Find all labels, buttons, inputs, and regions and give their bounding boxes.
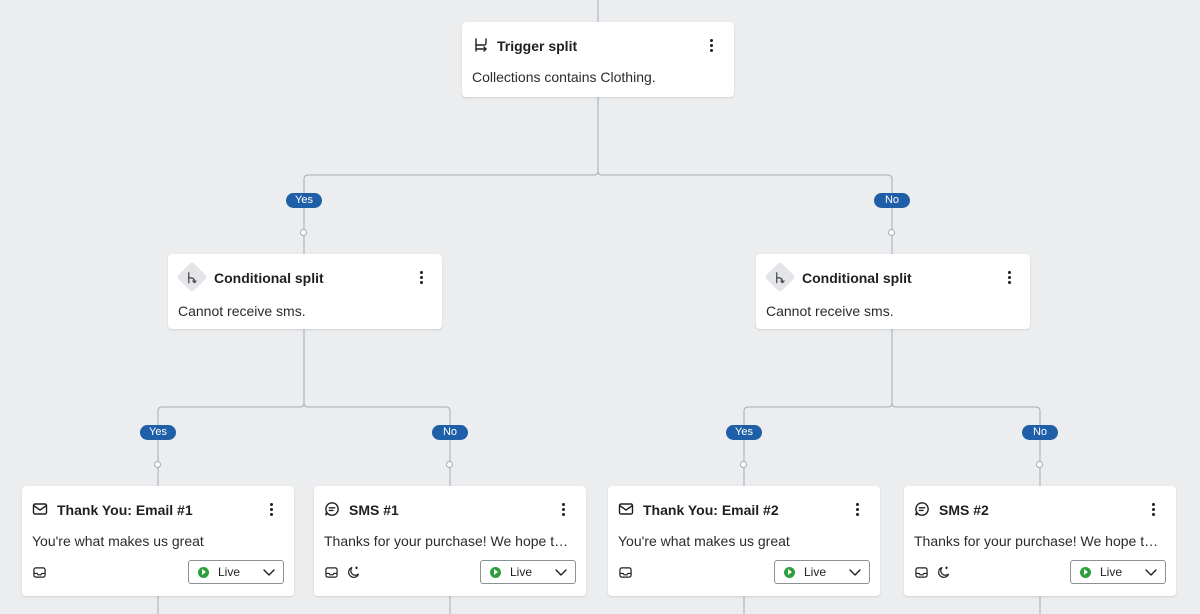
inbox-icon bbox=[915, 567, 928, 578]
more-options-button[interactable] bbox=[555, 499, 571, 519]
conditional-split-icon bbox=[176, 261, 208, 293]
more-options-button[interactable] bbox=[703, 35, 719, 55]
connector-node bbox=[740, 461, 747, 468]
chevron-down-icon bbox=[1145, 569, 1157, 576]
email-action-card[interactable]: Thank You: Email #2 You're what makes us… bbox=[608, 486, 880, 596]
sms-action-card[interactable]: SMS #2 Thanks for your purchase! We hope… bbox=[904, 486, 1176, 596]
card-title: Thank You: Email #2 bbox=[643, 502, 779, 518]
sms-icon bbox=[913, 500, 931, 518]
quiet-hours-icon bbox=[938, 566, 950, 578]
status-label: Live bbox=[510, 565, 533, 579]
connector-node bbox=[1036, 461, 1043, 468]
card-description: Thanks for your purchase! We hope that .… bbox=[324, 533, 574, 549]
connector-node bbox=[300, 229, 307, 236]
live-status-icon bbox=[1080, 566, 1091, 578]
card-description: You're what makes us great bbox=[618, 533, 790, 549]
quiet-hours-icon bbox=[348, 566, 360, 578]
connector-node bbox=[446, 461, 453, 468]
chevron-down-icon bbox=[555, 569, 567, 576]
conditional-split-card[interactable]: Conditional split Cannot receive sms. bbox=[168, 254, 442, 329]
chevron-down-icon bbox=[849, 569, 861, 576]
branch-yes-pill: Yes bbox=[140, 425, 176, 440]
status-label: Live bbox=[218, 565, 241, 579]
trigger-split-card[interactable]: Trigger split Collections contains Cloth… bbox=[462, 22, 734, 97]
more-options-button[interactable] bbox=[413, 267, 429, 287]
card-title: Conditional split bbox=[802, 270, 912, 286]
card-description: You're what makes us great bbox=[32, 533, 204, 549]
email-content-icon bbox=[33, 567, 46, 578]
sms-action-card[interactable]: SMS #1 Thanks for your purchase! We hope… bbox=[314, 486, 586, 596]
live-status-icon bbox=[490, 566, 501, 578]
card-description: Thanks for your purchase! We hope that .… bbox=[914, 533, 1164, 549]
conditional-split-card[interactable]: Conditional split Cannot receive sms. bbox=[756, 254, 1030, 329]
more-options-button[interactable] bbox=[1001, 267, 1017, 287]
chevron-down-icon bbox=[263, 569, 275, 576]
email-action-card[interactable]: Thank You: Email #1 You're what makes us… bbox=[22, 486, 294, 596]
status-select[interactable]: Live bbox=[480, 560, 576, 584]
branch-yes-pill: Yes bbox=[286, 193, 322, 208]
card-title: SMS #1 bbox=[349, 502, 399, 518]
branch-yes-pill: Yes bbox=[726, 425, 762, 440]
inbox-icon bbox=[325, 567, 338, 578]
more-options-button[interactable] bbox=[1145, 499, 1161, 519]
connector-node bbox=[888, 229, 895, 236]
email-content-icon bbox=[619, 567, 632, 578]
card-description: Cannot receive sms. bbox=[766, 303, 894, 319]
live-status-icon bbox=[198, 566, 209, 578]
sms-icon bbox=[323, 500, 341, 518]
branch-no-pill: No bbox=[1022, 425, 1058, 440]
status-select[interactable]: Live bbox=[188, 560, 284, 584]
card-title: Trigger split bbox=[497, 38, 578, 54]
conditional-split-icon bbox=[764, 261, 796, 293]
card-title: SMS #2 bbox=[939, 502, 989, 518]
branch-no-pill: No bbox=[432, 425, 468, 440]
email-icon bbox=[31, 500, 49, 518]
connector-node bbox=[154, 461, 161, 468]
live-status-icon bbox=[784, 566, 795, 578]
status-label: Live bbox=[1100, 565, 1123, 579]
branch-no-pill: No bbox=[874, 193, 910, 208]
trigger-split-icon bbox=[472, 36, 490, 54]
more-options-button[interactable] bbox=[263, 499, 279, 519]
status-label: Live bbox=[804, 565, 827, 579]
more-options-button[interactable] bbox=[849, 499, 865, 519]
card-title: Thank You: Email #1 bbox=[57, 502, 193, 518]
status-select[interactable]: Live bbox=[774, 560, 870, 584]
status-select[interactable]: Live bbox=[1070, 560, 1166, 584]
email-icon bbox=[617, 500, 635, 518]
card-description: Cannot receive sms. bbox=[178, 303, 306, 319]
card-description: Collections contains Clothing. bbox=[472, 69, 656, 85]
card-title: Conditional split bbox=[214, 270, 324, 286]
